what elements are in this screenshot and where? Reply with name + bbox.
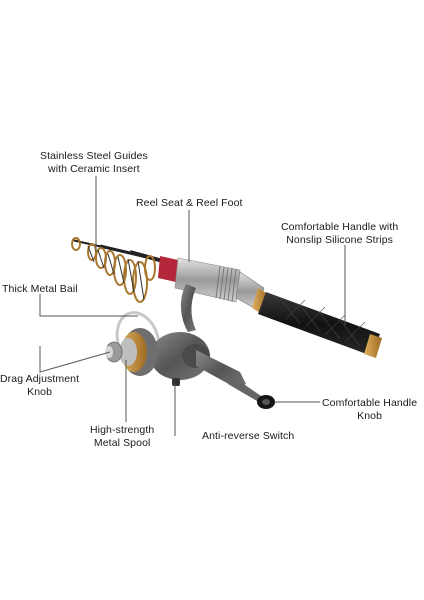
callout-reel-seat: Reel Seat & Reel Foot [136,197,243,210]
rod-handle [258,292,382,358]
drag-knob [105,341,123,363]
callout-drag-line1: Drag Adjustment [0,373,80,385]
anti-reverse-switch [172,378,180,386]
callout-reel-seat-line1: Reel Seat & Reel Foot [136,197,243,209]
reel-handle-arm [228,376,275,409]
callout-handle-knob-line1: Comfortable Handle [322,397,418,409]
callout-guides: Stainless Steel Guides with Ceramic Inse… [40,150,148,176]
callout-anti-reverse-line1: Anti-reverse Switch [202,430,295,442]
callout-spool-line2: Metal Spool [93,437,151,449]
rod-guides [71,237,156,303]
callout-spool-line1: High-strength [90,424,155,436]
callout-anti-reverse: Anti-reverse Switch [202,430,294,443]
callout-guides-line1: Stainless Steel Guides [40,150,148,162]
callout-handle-knob: Comfortable Handle Knob [322,397,417,423]
callout-bail: Thick Metal Bail [2,283,78,296]
callout-spool: High-strength Metal Spool [90,424,154,450]
rod-blank [71,239,171,265]
callout-drag: Drag Adjustment Knob [0,373,79,399]
callout-bail-line1: Thick Metal Bail [2,283,78,295]
reel-seat [158,256,268,314]
metal-spool [119,328,158,376]
callout-drag-line2: Knob [27,386,53,398]
callout-handle-line2: Nonslip Silicone Strips [286,234,394,246]
leader-lines [39,176,346,436]
callout-handle-line1: Comfortable Handle with [281,221,399,233]
reel-foot [180,284,196,332]
callout-handle: Comfortable Handle with Nonslip Silicone… [281,221,398,247]
callout-handle-knob-line2: Knob [357,410,383,422]
callout-guides-line2: with Ceramic Insert [48,163,140,175]
